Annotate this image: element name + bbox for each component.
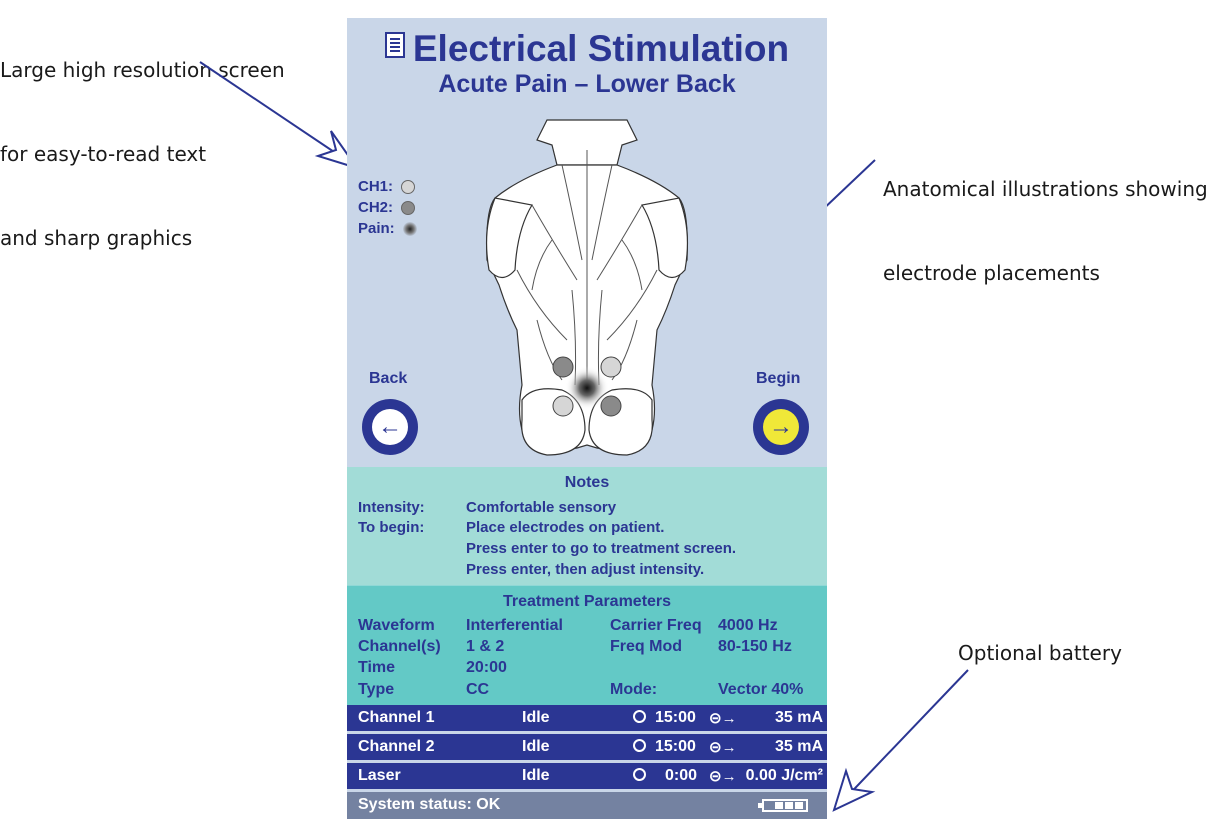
pain-dot-icon	[402, 221, 417, 236]
notes-begin-label: To begin:	[358, 519, 425, 536]
ch1-dot-icon	[401, 179, 416, 194]
electrode-ch2-lower-right	[600, 395, 622, 417]
callout-screen-line2: for easy-to-read text	[0, 142, 207, 166]
channel-state: Idle	[522, 709, 550, 726]
channel-row-1[interactable]: Channel 1 Idle 15:00 ⊝→ 35 mA	[347, 705, 827, 734]
legend-ch1-label: CH1:	[358, 178, 394, 195]
back-label: Back	[369, 370, 408, 387]
channel-time: 15:00	[655, 738, 696, 755]
system-status-text: System status: OK	[358, 796, 501, 813]
treatment-parameters-panel: Treatment Parameters Waveform Interferen…	[347, 585, 827, 706]
time-value: 20:00	[466, 659, 507, 676]
channel-name: Laser	[358, 767, 401, 784]
electrode-ch2-upper-left	[552, 356, 574, 378]
arrow-battery	[837, 669, 969, 807]
callout-battery: Optional battery	[958, 641, 1122, 665]
battery-bar	[775, 802, 783, 809]
back-button[interactable]: ←	[362, 399, 418, 455]
battery-icon	[762, 799, 808, 812]
mode-label: Mode:	[610, 681, 658, 698]
channels-value: 1 & 2	[466, 638, 505, 655]
clock-icon	[633, 767, 646, 785]
type-value: CC	[466, 681, 490, 698]
callout-screen-line1: Large high resolution screen	[0, 58, 285, 82]
notes-title: Notes	[564, 474, 610, 491]
arrowhead-battery	[832, 767, 876, 812]
notes-step-3: Press enter, then adjust intensity.	[466, 561, 705, 578]
freq-mod-value: 80-150 Hz	[718, 638, 792, 655]
page-subtitle: Acute Pain – Lower Back	[438, 70, 736, 98]
callout-anatomy: Anatomical illustrations showing electro…	[883, 119, 1208, 315]
freq-mod-label: Freq Mod	[610, 638, 682, 655]
battery-tip	[758, 803, 762, 808]
callout-screen: Large high resolution screen for easy-to…	[0, 0, 285, 280]
channel-output: 35 mA	[774, 738, 823, 755]
output-arrow-icon: ⊝→	[709, 739, 737, 756]
electrode-ch1-lower-left	[552, 395, 574, 417]
page-title: Electrical Stimulation	[347, 28, 827, 70]
notes-step-2: Press enter to go to treatment screen.	[466, 540, 737, 557]
arrow-screen	[199, 61, 356, 167]
mode-value: Vector 40%	[718, 681, 804, 698]
begin-label: Begin	[756, 370, 801, 387]
callout-screen-line3: and sharp graphics	[0, 226, 193, 250]
output-arrow-icon: ⊝→	[709, 768, 737, 785]
channel-row-laser[interactable]: Laser Idle 0:00 ⊝→ 0.00 J/cm²	[347, 763, 827, 792]
begin-button[interactable]: →	[753, 399, 809, 455]
type-label: Type	[358, 681, 395, 698]
ch2-dot-icon	[401, 200, 416, 215]
battery-bar	[785, 802, 793, 809]
clock-icon	[633, 738, 646, 756]
status-bar: System status: OK	[347, 792, 827, 819]
channel-output: 0.00 J/cm²	[745, 767, 823, 784]
channel-name: Channel 2	[358, 738, 435, 755]
callout-anatomy-line2: electrode placements	[883, 261, 1100, 285]
carrier-freq-label: Carrier Freq	[610, 617, 702, 634]
legend-pain-label: Pain:	[358, 220, 395, 237]
arrow-right-icon: →	[763, 409, 799, 445]
legend-ch2-label: CH2:	[358, 199, 394, 216]
channel-time: 15:00	[655, 709, 696, 726]
channel-state: Idle	[522, 738, 550, 755]
waveform-label: Waveform	[358, 617, 435, 634]
output-arrow-icon: ⊝→	[709, 710, 737, 727]
battery-bar	[795, 802, 803, 809]
params-title: Treatment Parameters	[502, 593, 672, 610]
callout-anatomy-line1: Anatomical illustrations showing	[883, 177, 1208, 201]
electrode-ch1-upper-right	[600, 356, 622, 378]
battery-bar	[765, 802, 773, 809]
time-label: Time	[358, 659, 396, 676]
electrode-legend: CH1: CH2: Pain:	[358, 176, 417, 239]
device-screen: Electrical Stimulation Acute Pain – Lowe…	[347, 18, 827, 819]
anatomy-back-illustration	[485, 119, 689, 456]
notes-panel: Notes Intensity: Comfortable sensory To …	[347, 467, 827, 585]
notes-step-1: Place electrodes on patient.	[466, 519, 665, 536]
channels-label: Channel(s)	[358, 638, 441, 655]
arrow-left-icon: ←	[372, 409, 408, 445]
title-text: Electrical Stimulation	[412, 28, 790, 69]
channel-row-2[interactable]: Channel 2 Idle 15:00 ⊝→ 35 mA	[347, 734, 827, 763]
carrier-freq-value: 4000 Hz	[718, 617, 778, 634]
channel-name: Channel 1	[358, 709, 435, 726]
channel-state: Idle	[522, 767, 550, 784]
notes-intensity-value: Comfortable sensory	[466, 499, 617, 516]
pain-area-marker	[565, 366, 609, 410]
channel-time: 0:00	[665, 767, 698, 784]
waveform-value: Interferential	[466, 617, 563, 634]
menu-icon[interactable]	[384, 32, 405, 58]
channel-output: 35 mA	[774, 709, 823, 726]
clock-icon	[633, 709, 646, 727]
notes-intensity-label: Intensity:	[358, 499, 425, 516]
